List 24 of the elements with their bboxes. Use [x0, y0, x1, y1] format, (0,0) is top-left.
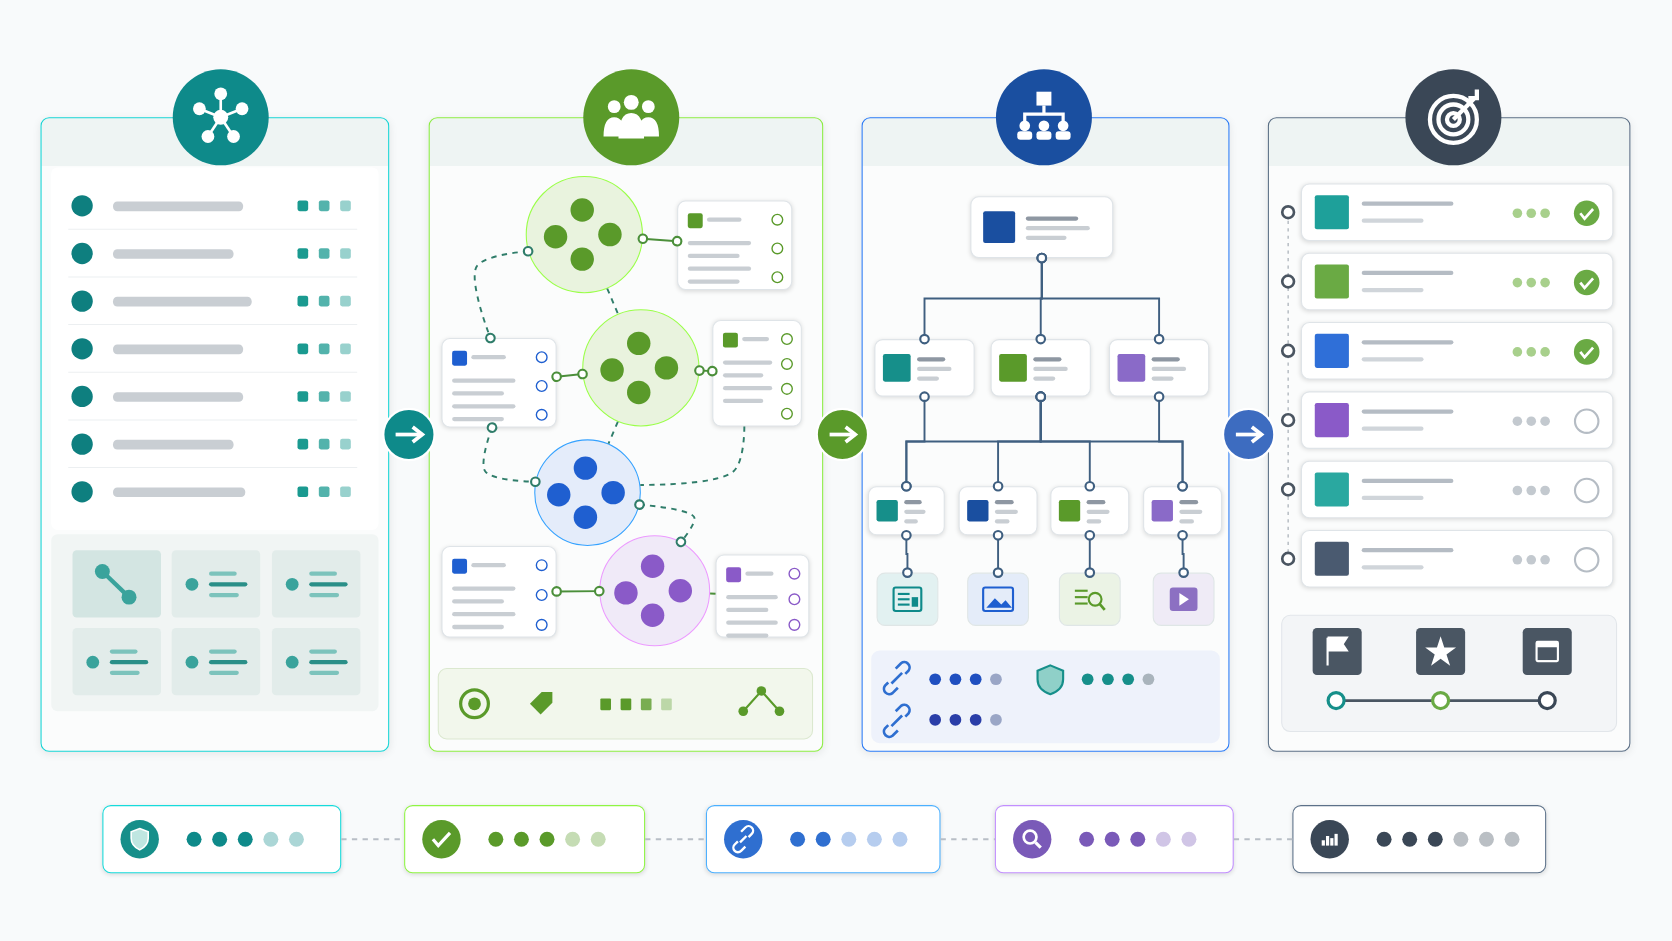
connector-line [694, 365, 718, 377]
arrow [395, 425, 425, 444]
connector-line [1036, 252, 1165, 345]
dashed-connector [634, 499, 696, 548]
icon-tile [1058, 572, 1121, 626]
connector-line [1084, 529, 1096, 578]
dashed-connector [482, 422, 541, 488]
connector-line [709, 592, 717, 595]
connector-line [1177, 529, 1189, 578]
connector-line [901, 529, 913, 578]
dashed-connector [644, 838, 707, 841]
connector-line [551, 585, 605, 597]
dashed-connector [473, 245, 534, 344]
connector-line [992, 529, 1004, 578]
dashed-connector [639, 425, 746, 486]
connector-line [551, 368, 588, 383]
dashed-connector [607, 420, 619, 445]
connector-line [637, 233, 683, 247]
arrow [829, 425, 858, 444]
dashed-connector [939, 838, 996, 841]
connector-line [1153, 391, 1188, 492]
dashed-connector [606, 287, 619, 315]
arrow [1235, 425, 1264, 444]
dashed-connector [1232, 838, 1294, 841]
